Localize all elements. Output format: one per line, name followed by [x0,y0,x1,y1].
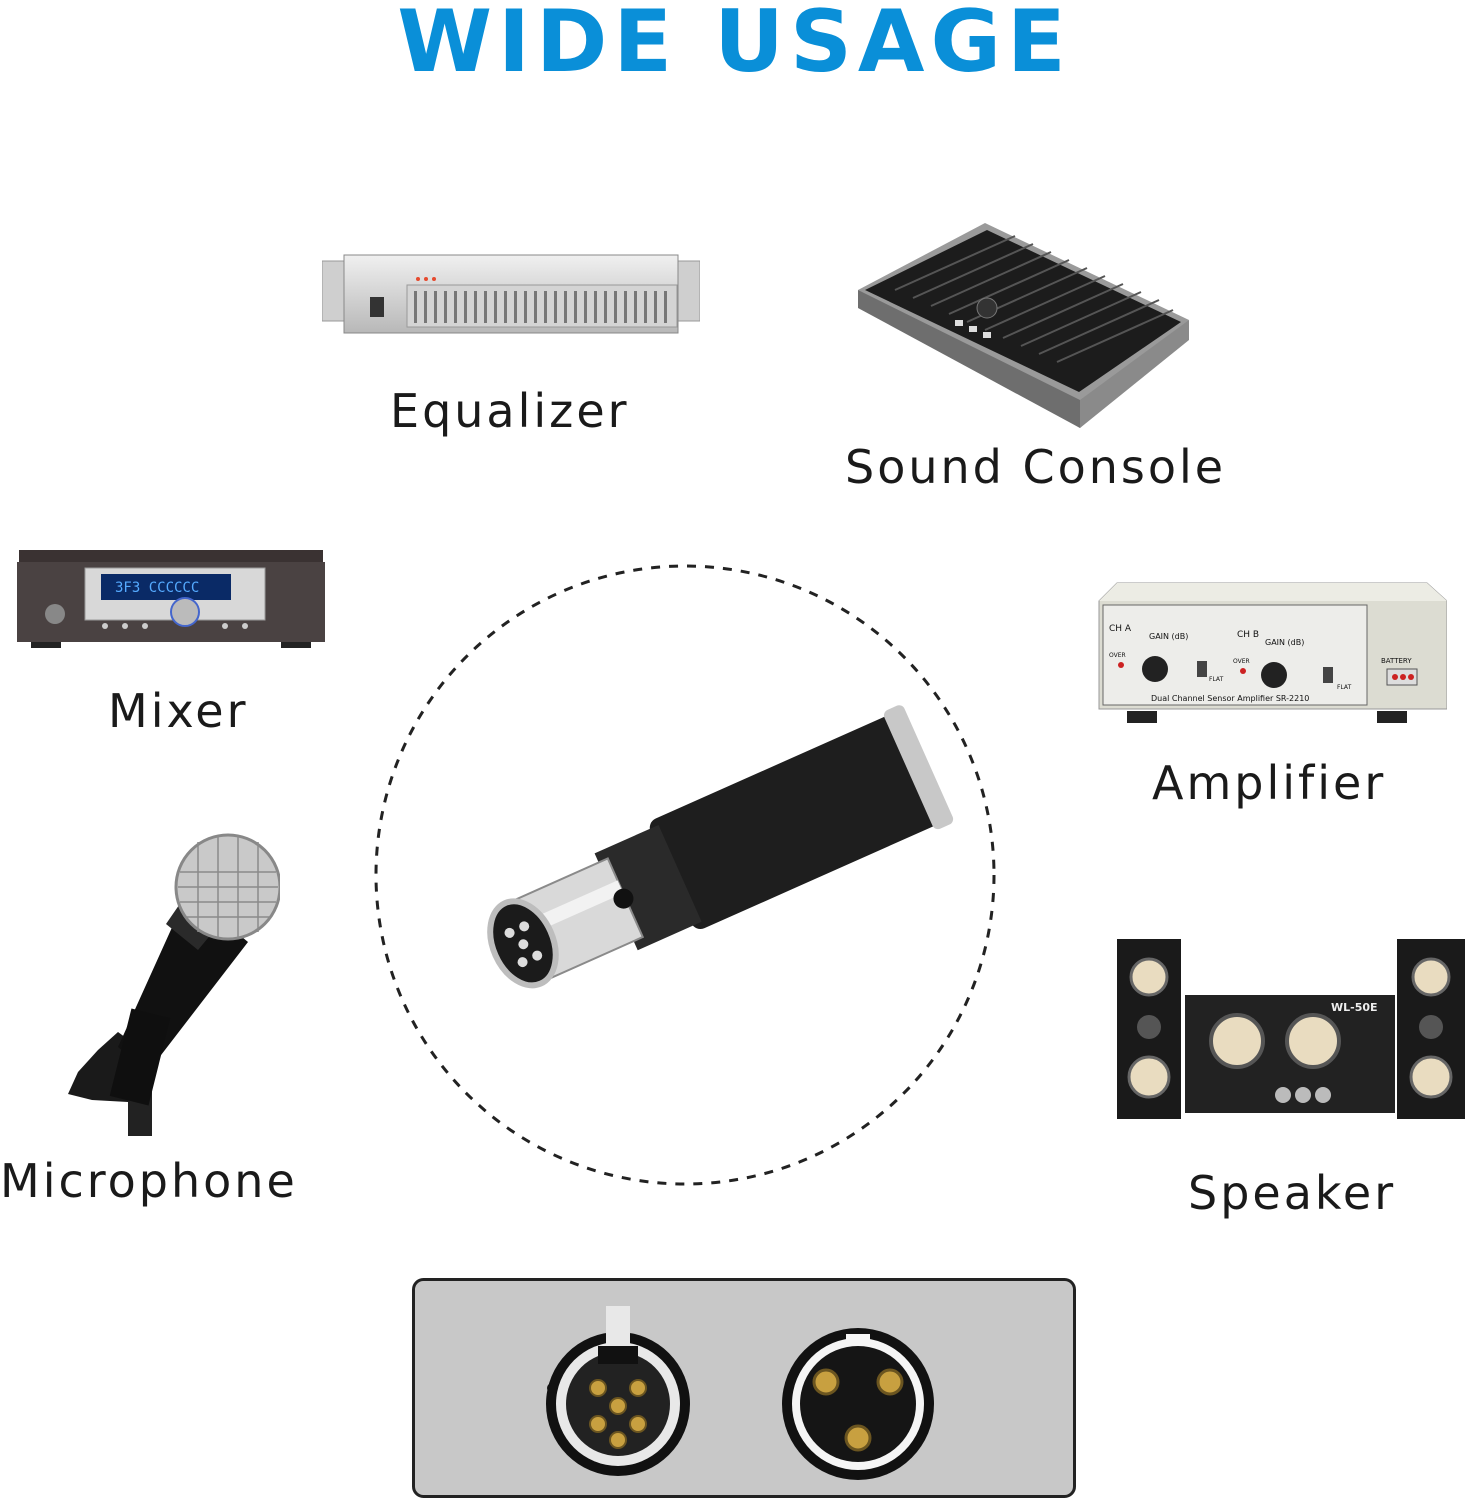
amp-ch-b-text: CH B [1237,630,1259,640]
mixer-image: 3F3 CCCCCC [15,548,327,650]
equalizer-image [322,245,700,337]
equalizer-label: Equalizer [390,384,630,438]
amp-model-text: Dual Channel Sensor Amplifier SR-2210 [1151,694,1309,703]
amp-over-a-text: OVER [1109,652,1126,659]
microphone-label: Microphone [0,1154,298,1208]
amp-ch-a-text: CH A [1109,624,1132,634]
speaker-brand-text: WL-50E [1331,1001,1378,1014]
svg-text:3F3 CCCCCC: 3F3 CCCCCC [115,580,199,596]
connector-panel [412,1278,1076,1498]
amp-flat-b-text: FLAT [1337,684,1352,691]
sound-console-image [855,220,1191,435]
amplifier-label: Amplifier [1152,756,1387,810]
product-circle [373,562,997,1188]
amp-gain-a-text: GAIN (dB) [1149,632,1188,641]
amp-battery-text: BATTERY [1381,657,1412,665]
mixer-label: Mixer [108,684,249,738]
amplifier-image: CH A CH B GAIN (dB) GAIN (dB) OVER OVER … [1097,581,1447,729]
sound-console-label: Sound Console [845,440,1227,494]
male-connector-icon [782,1328,934,1480]
amp-flat-a-text: FLAT [1209,676,1224,683]
page-title: WIDE USAGE [397,0,1072,92]
amp-over-b-text: OVER [1233,658,1250,665]
amp-gain-b-text: GAIN (dB) [1265,638,1304,647]
female-connector-icon [546,1306,690,1476]
microphone-image [48,832,280,1138]
speaker-label: Speaker [1188,1166,1397,1220]
speaker-image: WL-50E [1115,937,1467,1123]
